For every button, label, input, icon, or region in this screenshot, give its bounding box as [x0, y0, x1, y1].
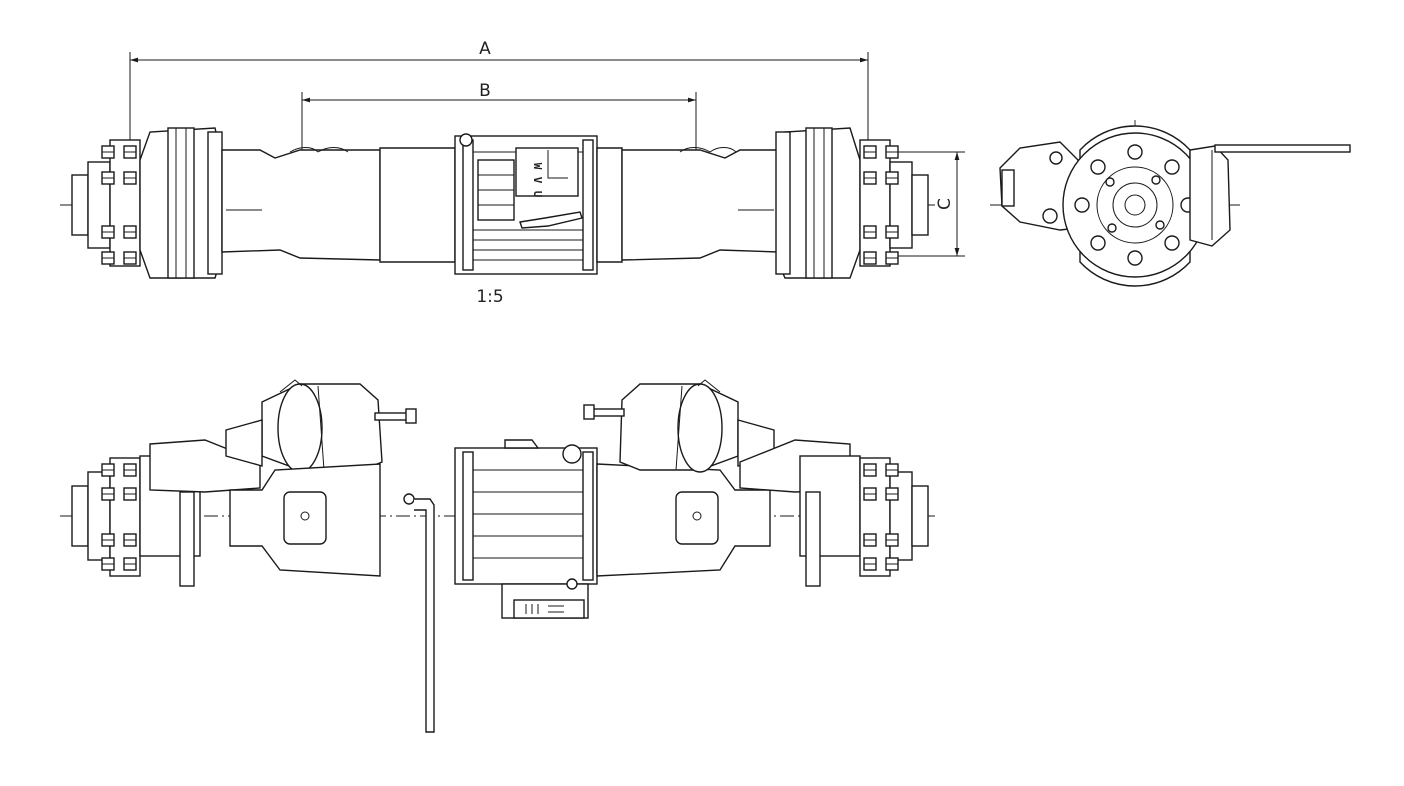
dimension-c-label: C: [935, 198, 955, 210]
plate-letter-w: W: [531, 163, 544, 170]
dimension-a-label: A: [479, 39, 491, 59]
dimension-a: A: [129, 39, 869, 150]
axle-lower-view: [60, 379, 935, 733]
terminal-plate: [515, 147, 579, 197]
axle-top-view: W V U: [60, 127, 935, 279]
scale-label: 1:5: [476, 287, 503, 307]
plate-letter-u: U: [531, 191, 544, 198]
plate-letter-v: V: [531, 177, 544, 184]
axle-side-view: [990, 120, 1351, 287]
dimension-b-label: B: [479, 81, 491, 101]
